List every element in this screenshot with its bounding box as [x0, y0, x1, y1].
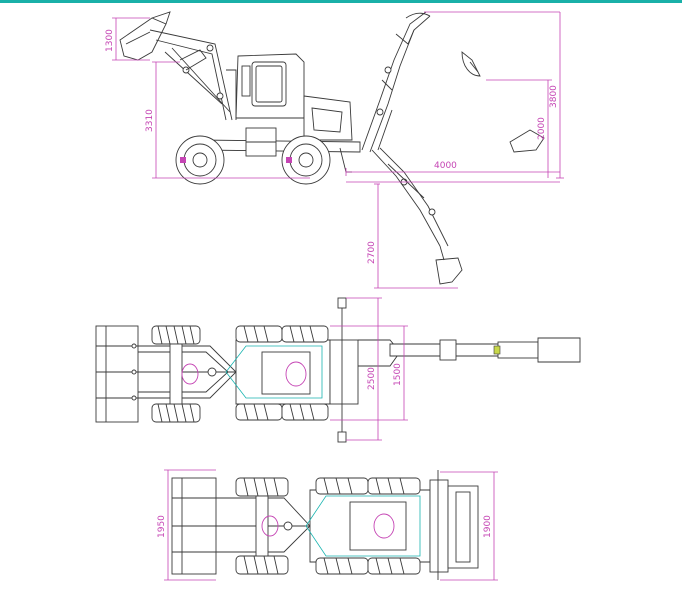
- top-backhoe-arm: [389, 337, 581, 363]
- folded-main-body: [305, 489, 431, 563]
- top-front-bucket: [95, 325, 139, 423]
- backhoe-bucket-high: [461, 51, 481, 77]
- side-view: [119, 11, 545, 285]
- side-view-dimensions: 1300 3310 3800 2000 4000 2700: [105, 11, 564, 289]
- dim-dig-depth: 2700: [367, 241, 377, 264]
- dim-outrigger-width: 2500: [367, 367, 377, 390]
- backhoe-bucket-mid: [509, 129, 545, 153]
- backhoe-bucket-low: [435, 245, 463, 285]
- top-front-tires: [151, 325, 201, 423]
- body-chassis: [199, 95, 361, 157]
- top-loader-frame: [138, 345, 237, 399]
- top-view-folded: [171, 470, 479, 580]
- front-wheel: [175, 135, 225, 185]
- top-main-body: [225, 339, 331, 405]
- dim-dig-reach: 4000: [434, 161, 457, 171]
- folded-rear-tires: [315, 477, 421, 575]
- top-rear-frame: [329, 297, 401, 443]
- folded-backhoe: [429, 470, 479, 580]
- folded-view-dimensions: 1950 1900: [157, 469, 498, 581]
- loader-arm: [149, 29, 233, 121]
- dim-rear-width: 1900: [483, 515, 493, 538]
- rear-wheel: [281, 135, 331, 185]
- folded-front-tires: [235, 477, 289, 575]
- top-view-dimensions: 2500 1500: [330, 297, 408, 441]
- backhoe-boom-raised: [361, 11, 431, 153]
- dim-max-reach-height: 3800: [549, 85, 559, 108]
- dim-track-width: 1500: [393, 363, 403, 386]
- top-rear-tires: [235, 325, 329, 421]
- dim-loader-width: 1950: [157, 515, 167, 538]
- front-bucket: [119, 11, 171, 61]
- dim-mid-height: 2000: [537, 117, 547, 140]
- backhoe-stick-lowered: [371, 147, 449, 247]
- operator-cab: [226, 53, 306, 120]
- dim-bucket-height: 1300: [105, 29, 115, 52]
- boom-tip-curve: [405, 12, 431, 19]
- folded-front-bucket: [171, 477, 217, 575]
- dim-overall-height: 3310: [145, 109, 155, 132]
- top-front-axle: [169, 343, 199, 405]
- top-accent-rule: [0, 0, 682, 3]
- top-view-extended: [95, 297, 581, 443]
